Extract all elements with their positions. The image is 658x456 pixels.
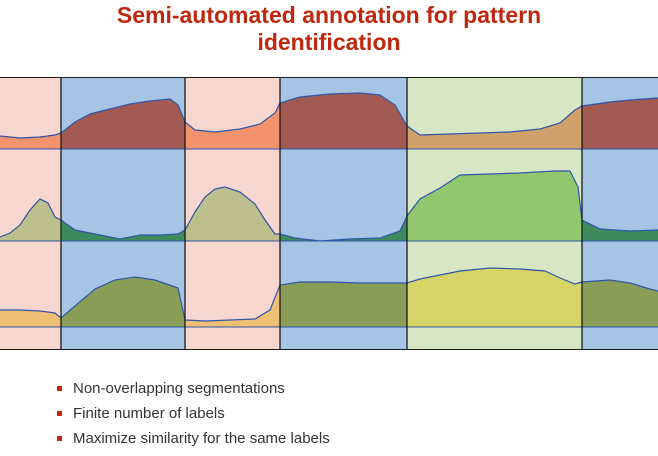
grid-lines <box>0 77 658 350</box>
signal-fill-red <box>0 310 61 327</box>
signal-fill-red <box>185 285 280 327</box>
bullet-item: Non-overlapping segmentations <box>57 381 330 396</box>
signal-fill-blue <box>61 99 185 149</box>
signal-fill-red <box>0 199 61 241</box>
bullet-square-icon <box>57 411 62 416</box>
bullet-text: Maximize similarity for the same labels <box>73 430 330 447</box>
bullet-square-icon <box>57 436 62 441</box>
bullet-item: Finite number of labels <box>57 406 330 421</box>
signal-fill-green <box>407 106 582 149</box>
signal-fill-red <box>0 133 61 149</box>
signal-line <box>0 170 658 242</box>
signal-lines <box>0 92 658 328</box>
signal-fill-green <box>407 268 582 327</box>
signal-fill-green <box>407 171 582 241</box>
signal-fill-blue <box>280 282 407 327</box>
signal-fill-blue <box>280 216 407 241</box>
signal-fill-red <box>185 187 280 241</box>
bullet-item: Maximize similarity for the same labels <box>57 431 330 446</box>
signal-fill-blue <box>61 220 185 241</box>
bullet-text: Finite number of labels <box>73 405 225 422</box>
signal-fills <box>0 93 658 327</box>
bullet-text: Non-overlapping segmentations <box>73 380 285 397</box>
bullet-list: Non-overlapping segmentations Finite num… <box>57 381 330 456</box>
bullet-square-icon <box>57 386 62 391</box>
slide-title: Semi-automated annotation for pattern id… <box>0 2 658 56</box>
signal-fill-red <box>185 103 280 149</box>
signal-line <box>0 267 658 322</box>
signal-fill-blue <box>582 280 658 327</box>
title-line-2: identification <box>257 29 401 55</box>
signal-fill-blue <box>582 98 658 149</box>
signal-fill-blue <box>61 277 185 327</box>
title-line-1: Semi-automated annotation for pattern <box>116 2 542 28</box>
segmentation-diagram <box>0 77 658 350</box>
signal-line <box>0 92 658 139</box>
signal-fill-blue <box>280 93 407 149</box>
